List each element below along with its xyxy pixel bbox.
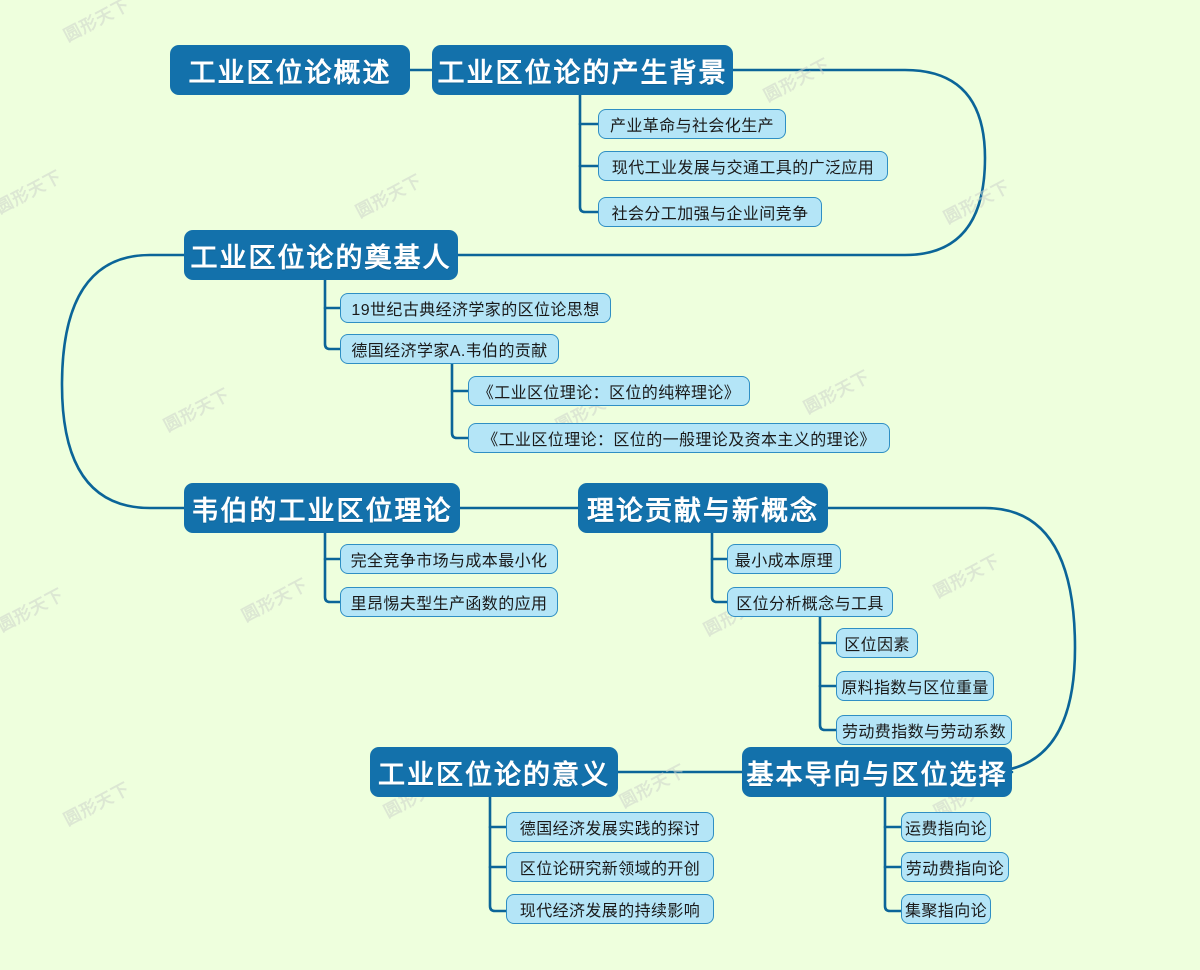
leaf-node[interactable]: 产业革命与社会化生产 bbox=[598, 109, 786, 139]
sub-branch-node-tools[interactable]: 区位分析概念与工具 bbox=[727, 587, 893, 617]
branch-label: 工业区位论的奠基人 bbox=[190, 242, 452, 273]
leaf-node[interactable]: 现代经济发展的持续影响 bbox=[506, 894, 714, 924]
sub-branch-node-weber[interactable]: 德国经济学家A.韦伯的贡献 bbox=[340, 334, 559, 364]
branch-node-contribution[interactable]: 理论贡献与新概念 bbox=[578, 483, 828, 533]
branch-label: 理论贡献与新概念 bbox=[587, 495, 819, 526]
branch-node-background[interactable]: 工业区位论的产生背景 bbox=[432, 45, 733, 95]
branch-label: 工业区位论的产生背景 bbox=[437, 57, 728, 88]
leaf-label: 区位论研究新领域的开创 bbox=[519, 861, 701, 878]
watermark: 圆形天下 bbox=[0, 584, 68, 637]
leaf-label: 社会分工加强与企业间竞争 bbox=[611, 206, 809, 223]
leaf-node[interactable]: 19世纪古典经济学家的区位论思想 bbox=[340, 293, 611, 323]
watermark: 圆形天下 bbox=[760, 54, 834, 107]
watermark: 圆形天下 bbox=[930, 550, 1004, 603]
leaf-label: 劳动费指数与劳动系数 bbox=[842, 724, 1007, 741]
leaf-label: 现代经济发展的持续影响 bbox=[519, 903, 701, 920]
watermark: 圆形天下 bbox=[238, 574, 312, 627]
leaf-label: 《工业区位理论：区位的纯粹理论》 bbox=[477, 385, 741, 402]
leaf-node[interactable]: 原料指数与区位重量 bbox=[836, 671, 994, 701]
leaf-node[interactable]: 劳动费指向论 bbox=[901, 852, 1009, 882]
leaf-label: 完全竞争市场与成本最小化 bbox=[350, 553, 548, 570]
leaf-label: 德国经济发展实践的探讨 bbox=[519, 821, 701, 838]
leaf-node[interactable]: 里昂惕夫型生产函数的应用 bbox=[340, 587, 558, 617]
branch-node-weber-theory[interactable]: 韦伯的工业区位理论 bbox=[184, 483, 460, 533]
sub-branch-label: 德国经济学家A.韦伯的贡献 bbox=[351, 343, 548, 360]
leaf-node[interactable]: 《工业区位理论：区位的纯粹理论》 bbox=[468, 376, 750, 406]
leaf-node[interactable]: 社会分工加强与企业间竞争 bbox=[598, 197, 822, 227]
leaf-node[interactable]: 区位因素 bbox=[836, 628, 918, 658]
root-label: 工业区位论概述 bbox=[188, 57, 392, 88]
branch-label: 工业区位论的意义 bbox=[378, 759, 610, 790]
leaf-label: 产业革命与社会化生产 bbox=[610, 118, 775, 135]
leaf-label: 运费指向论 bbox=[905, 821, 988, 838]
branch-node-significance[interactable]: 工业区位论的意义 bbox=[370, 747, 618, 797]
leaf-node[interactable]: 现代工业发展与交通工具的广泛应用 bbox=[598, 151, 888, 181]
branch-label: 基本导向与区位选择 bbox=[746, 759, 1008, 790]
leaf-label: 原料指数与区位重量 bbox=[841, 680, 989, 697]
leaf-node[interactable]: 集聚指向论 bbox=[901, 894, 991, 924]
watermark: 圆形天下 bbox=[160, 384, 234, 437]
root-node[interactable]: 工业区位论概述 bbox=[170, 45, 410, 95]
leaf-label: 区位因素 bbox=[844, 637, 910, 654]
leaf-node[interactable]: 最小成本原理 bbox=[727, 544, 841, 574]
leaf-label: 19世纪古典经济学家的区位论思想 bbox=[351, 302, 600, 319]
watermark: 圆形天下 bbox=[352, 170, 426, 223]
leaf-node[interactable]: 运费指向论 bbox=[901, 812, 991, 842]
watermark: 圆形天下 bbox=[940, 176, 1014, 229]
watermark: 圆形天下 bbox=[0, 166, 66, 219]
leaf-label: 《工业区位理论：区位的一般理论及资本主义的理论》 bbox=[482, 432, 876, 449]
leaf-node[interactable]: 《工业区位理论：区位的一般理论及资本主义的理论》 bbox=[468, 423, 890, 453]
leaf-label: 集聚指向论 bbox=[905, 903, 988, 920]
sub-branch-label: 区位分析概念与工具 bbox=[736, 596, 884, 613]
leaf-label: 劳动费指向论 bbox=[905, 861, 1005, 878]
leaf-label: 最小成本原理 bbox=[734, 553, 834, 570]
branch-node-orientation[interactable]: 基本导向与区位选择 bbox=[742, 747, 1012, 797]
branch-label: 韦伯的工业区位理论 bbox=[191, 495, 453, 526]
branch-node-founder[interactable]: 工业区位论的奠基人 bbox=[184, 230, 458, 280]
leaf-node[interactable]: 劳动费指数与劳动系数 bbox=[836, 715, 1012, 745]
watermark: 圆形天下 bbox=[800, 366, 874, 419]
leaf-node[interactable]: 德国经济发展实践的探讨 bbox=[506, 812, 714, 842]
leaf-node[interactable]: 完全竞争市场与成本最小化 bbox=[340, 544, 558, 574]
leaf-node[interactable]: 区位论研究新领域的开创 bbox=[506, 852, 714, 882]
watermark: 圆形天下 bbox=[616, 760, 690, 813]
watermark: 圆形天下 bbox=[60, 0, 134, 47]
leaf-label: 里昂惕夫型生产函数的应用 bbox=[350, 596, 548, 613]
leaf-label: 现代工业发展与交通工具的广泛应用 bbox=[611, 160, 875, 177]
watermark: 圆形天下 bbox=[60, 778, 134, 831]
